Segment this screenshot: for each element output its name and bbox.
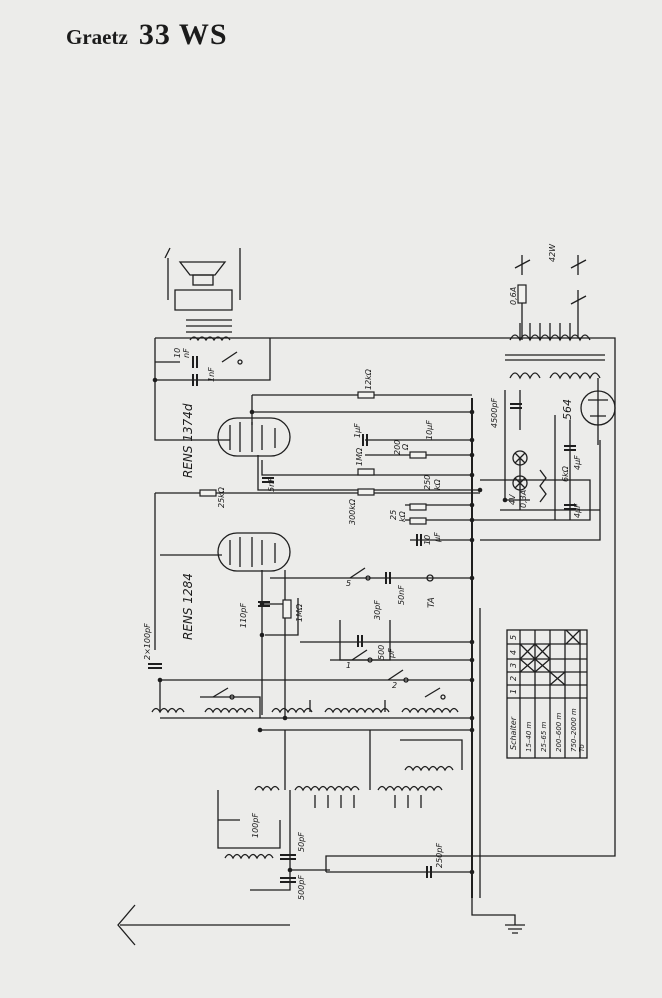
page-title: Graetz 33 WS — [66, 18, 228, 52]
label-c-50nf: 50nF — [397, 585, 406, 605]
band-switches — [212, 259, 587, 700]
label-r-200-unit: Ω — [401, 443, 410, 451]
capacitors — [148, 356, 576, 883]
label-r-300k: 300kΩ — [348, 498, 357, 525]
label-c-4uf-a: 4μF — [573, 455, 582, 470]
switch-table: Schalter 1 2 3 4 5 15–40 m 25–65 m 200–6… — [506, 629, 588, 759]
label-c-4uf-b: 4μF — [573, 503, 582, 518]
coils — [151, 707, 459, 860]
label-r-12k: 12kΩ — [364, 368, 373, 390]
switch-table-col-3: 3 — [509, 663, 518, 668]
label-c-10nf-unit: nF — [182, 348, 191, 358]
resistors — [199, 284, 527, 619]
label-c-500pf-a: 500 — [377, 645, 386, 660]
label-r-25: 25 — [389, 510, 398, 520]
label-c-4500: 4500pF — [490, 398, 499, 428]
label-power: 42W — [548, 243, 557, 262]
label-r-25k: 25kΩ — [217, 486, 226, 508]
label-switch-2: 2 — [392, 681, 397, 690]
label-c-30pf: 30pF — [373, 600, 382, 620]
label-switch-1: 1 — [346, 661, 351, 670]
label-c-1uf: 1μF — [353, 423, 362, 438]
switch-table-header: Schalter — [509, 716, 518, 750]
switch-table-row-5: To — [578, 744, 586, 752]
label-lamp-v: 4V — [508, 494, 517, 505]
switch-table-row-2: 25–65 m — [540, 721, 548, 752]
label-r-1m-b: 1MΩ — [295, 603, 304, 622]
switch-table-col-2: 2 — [509, 676, 518, 681]
title-brand: Graetz — [66, 25, 128, 49]
label-ta: TA — [427, 597, 437, 608]
tube-input — [217, 532, 291, 572]
tube-rectifier — [580, 390, 616, 426]
label-fuse: 0,6A — [509, 287, 518, 305]
switch-table-row-1: 15–40 m — [525, 721, 533, 752]
label-r-250-unit: kΩ — [433, 478, 442, 490]
label-c-500pf-a-unit: pF — [387, 648, 396, 659]
switch-table-col-1: 1 — [509, 689, 518, 694]
title-model: 33 WS — [138, 18, 228, 51]
switch-table-col-4: 4 — [509, 650, 518, 655]
switch-table-row-3: 200–600 m — [555, 713, 563, 752]
tube-rectifier-label: 564 — [561, 399, 574, 420]
label-c-1nf: 1nF — [207, 367, 216, 382]
loudspeaker — [164, 247, 241, 342]
label-c-10uf-b-unit: μF — [433, 532, 442, 543]
label-c-250pf: 250pF — [435, 843, 444, 868]
label-c-10uf-b: 10 — [423, 535, 432, 545]
label-switch-5: 5 — [346, 579, 351, 588]
tube-output-label: RENS 1374d — [181, 403, 195, 478]
label-c-500pf-b: 500pF — [297, 875, 306, 900]
junction-dots — [152, 377, 508, 875]
label-c-100pf: 100pF — [251, 813, 260, 838]
tube-output — [217, 417, 291, 457]
label-r-250: 250 — [423, 475, 432, 490]
label-r-1m-a: 1MΩ — [355, 447, 364, 466]
switch-table-row-4: 750–2000 m — [570, 708, 578, 752]
label-c-10nf: 10 — [173, 348, 182, 358]
label-c-10uf-a: 10μF — [425, 420, 434, 440]
pilot-lamps — [512, 450, 547, 503]
label-lamp-a: 0,3A — [519, 490, 528, 508]
label-r-200: 200 — [393, 440, 402, 455]
tube-input-label: RENS 1284 — [181, 573, 195, 640]
label-c-5nf: 5nF — [267, 477, 276, 492]
label-r-6k: 6kΩ — [561, 465, 570, 482]
component-labels: RENS 1374d RENS 1284 564 12kΩ 1MΩ 300kΩ … — [143, 243, 582, 900]
label-c-50pf: 50pF — [297, 832, 306, 852]
switch-table-col-5: 5 — [509, 635, 518, 640]
label-c-2x100: 2×100pF — [143, 623, 152, 660]
transformer — [505, 323, 605, 380]
label-c-110pf: 110pF — [239, 603, 248, 628]
label-r-25-unit: kΩ — [398, 510, 407, 522]
